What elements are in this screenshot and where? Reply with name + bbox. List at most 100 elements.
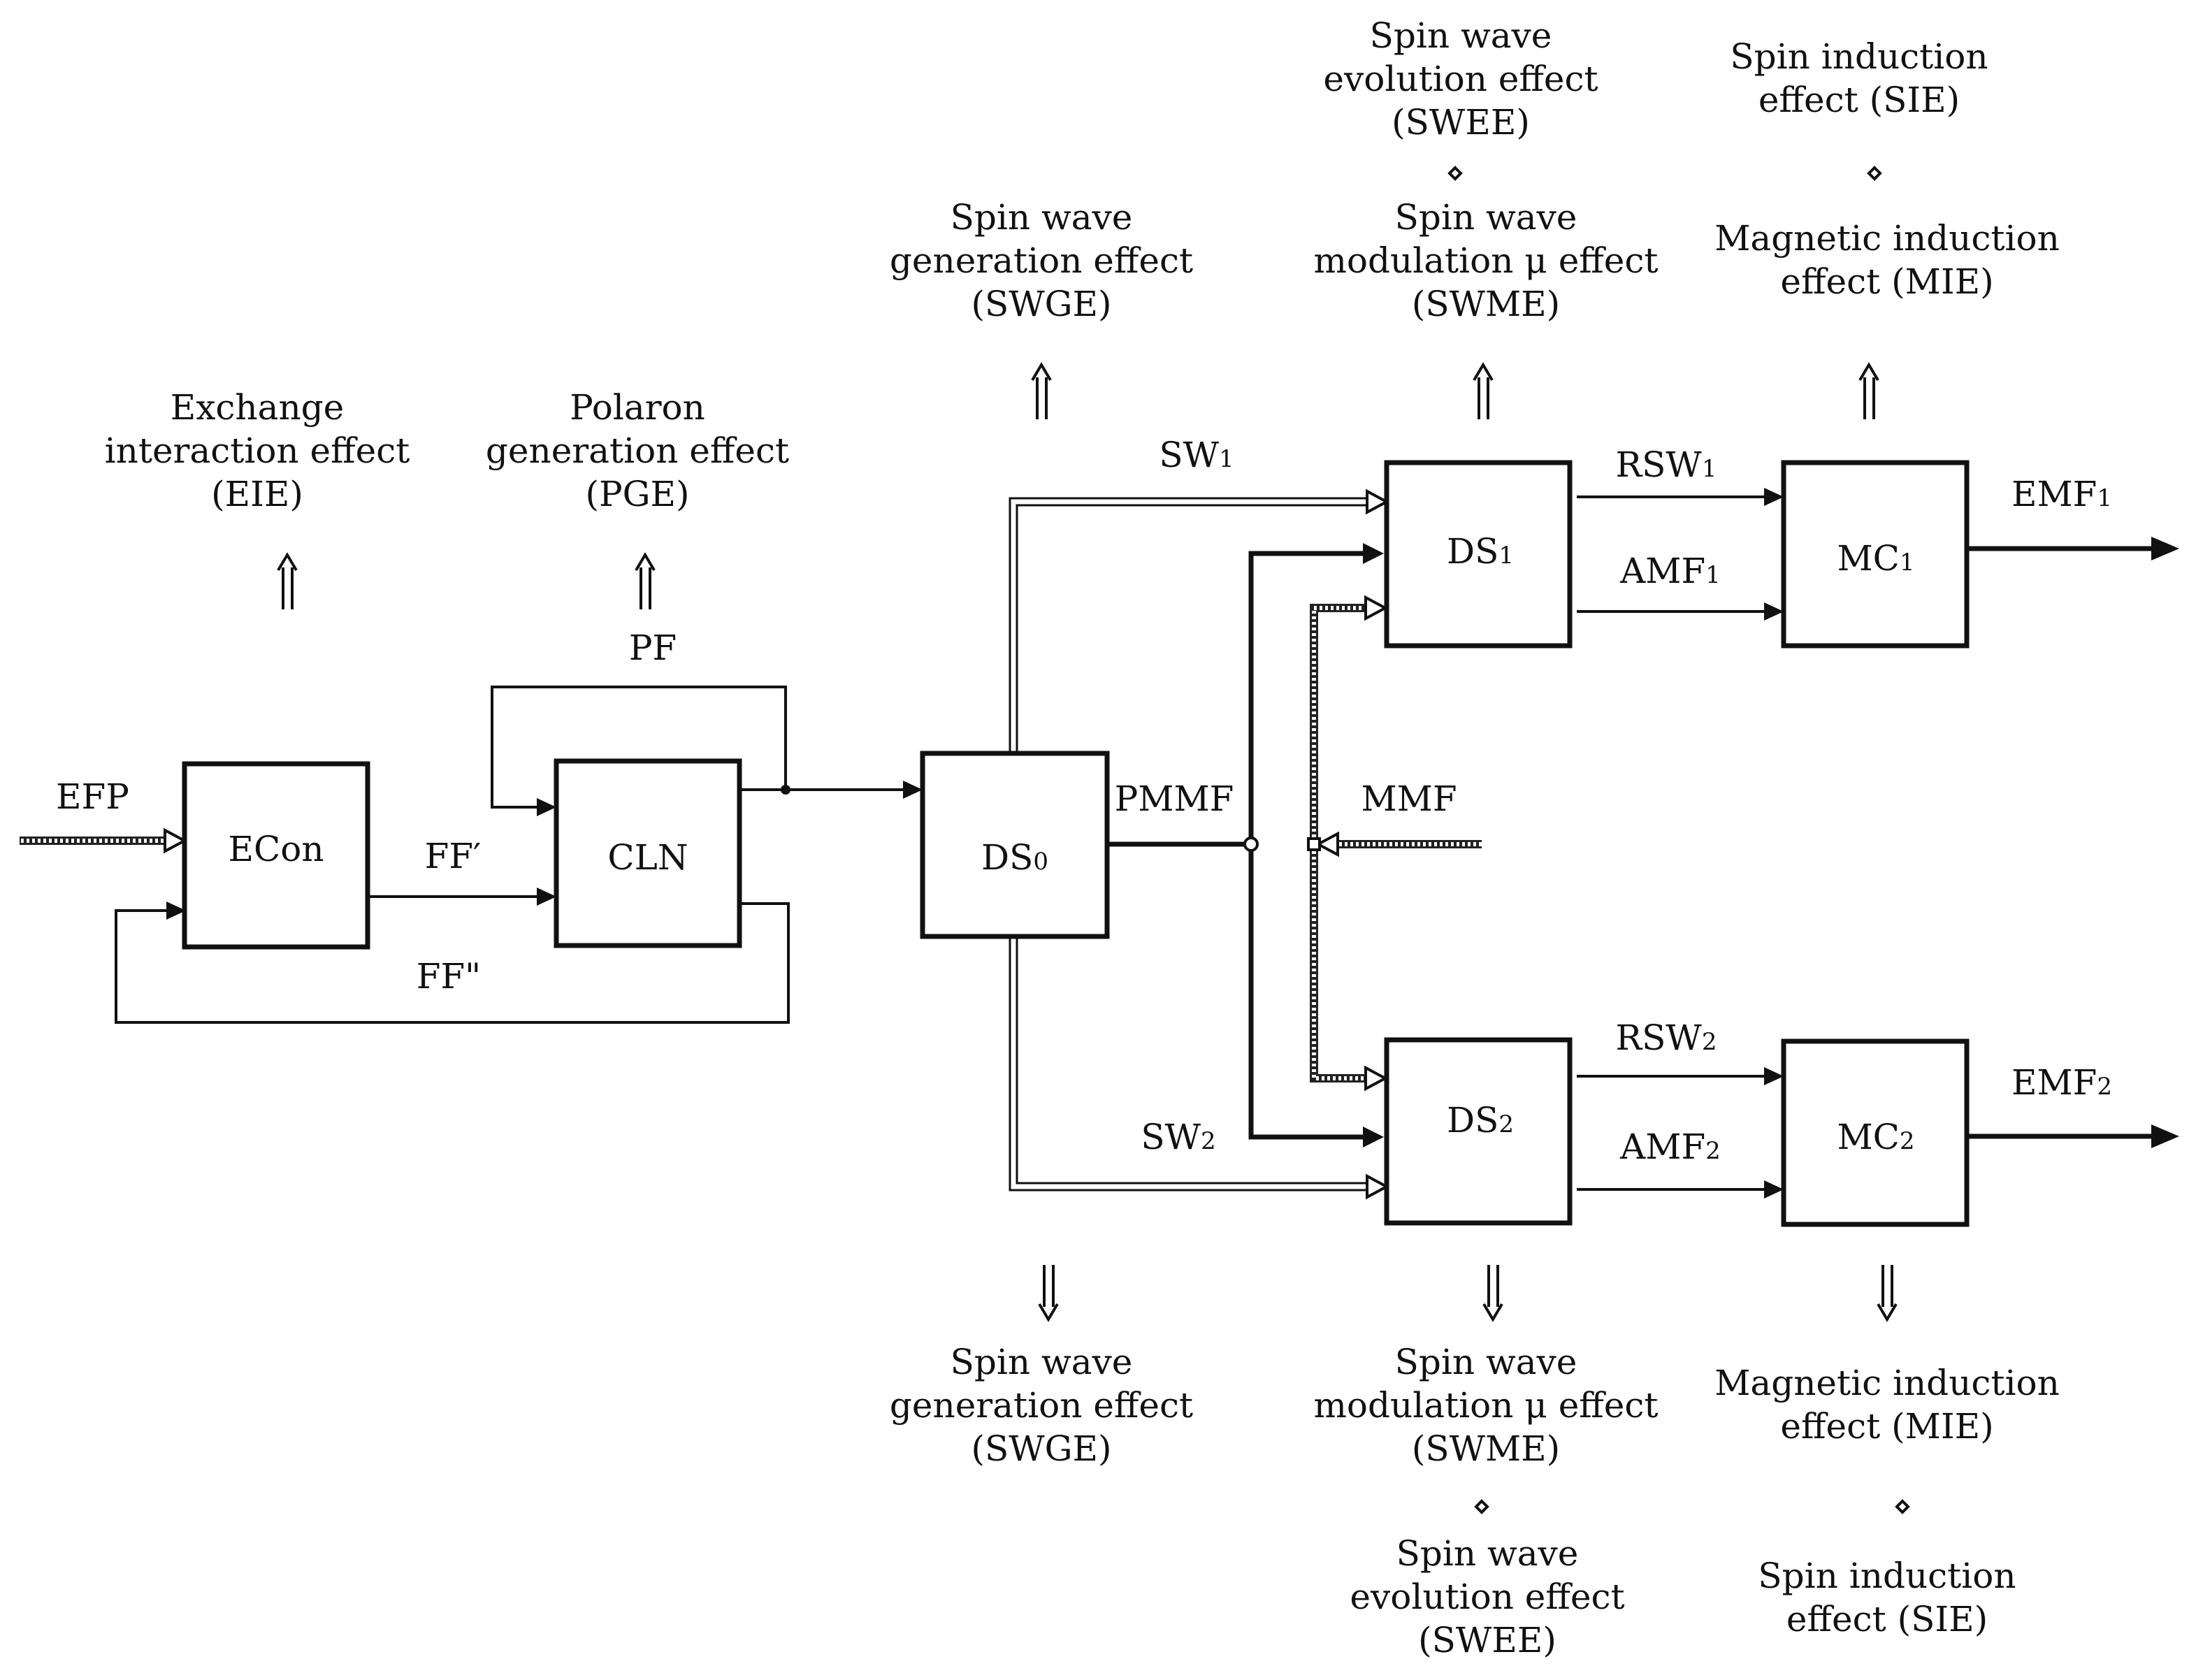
double-arrow-up-swge	[1031, 362, 1052, 419]
block-ds1: DS1	[1384, 460, 1573, 649]
svg-text:Magnetic induction: Magnetic induction	[1714, 218, 2060, 259]
sw1-connector	[1009, 488, 1390, 753]
cln-label: CLN	[607, 837, 688, 878]
amf1-connector	[1577, 602, 1784, 621]
diamond-separator-swme-swee-bottom	[1474, 1499, 1489, 1514]
diamond-separator-swee-swme-top	[1447, 166, 1463, 181]
sw2-label: SW2	[1141, 1117, 1215, 1157]
mc2-label: MC2	[1837, 1117, 1914, 1157]
ds0-label: DS0	[981, 837, 1048, 878]
econ-label: ECon	[228, 829, 324, 869]
effect-sie-top: Spin induction effect (SIE)	[1730, 36, 1988, 120]
effect-swge-top: Spin wave generation effect (SWGE)	[890, 197, 1193, 324]
block-econ: ECon	[182, 761, 370, 950]
mmf-label: MMF	[1361, 779, 1457, 819]
svg-text:(EIE): (EIE)	[211, 474, 303, 514]
rsw2-connector	[1577, 1067, 1784, 1085]
rsw1-label: RSW1	[1616, 444, 1717, 485]
rsw1-connector	[1577, 488, 1784, 506]
effect-mie-top: Magnetic induction effect (MIE)	[1714, 218, 2060, 302]
efp-input-arrow	[20, 827, 188, 854]
pmmf-label: PMMF	[1115, 779, 1234, 819]
block-cln: CLN	[554, 758, 742, 948]
double-arrow-down-mie	[1877, 1265, 1898, 1322]
svg-text:(SWEE): (SWEE)	[1392, 102, 1530, 143]
amf2-connector	[1577, 1180, 1784, 1199]
mc1-label: MC1	[1837, 538, 1914, 579]
svg-text:Spin wave: Spin wave	[951, 197, 1133, 238]
double-arrow-up-eie	[277, 552, 298, 609]
amf1-label: AMF1	[1619, 551, 1721, 591]
effect-swee-bottom: Spin wave evolution effect (SWEE)	[1350, 1533, 1624, 1660]
svg-text:(PGE): (PGE)	[585, 474, 689, 514]
amf2-label: AMF2	[1619, 1127, 1721, 1167]
pf-label: PF	[629, 628, 677, 668]
svg-text:Spin induction: Spin induction	[1758, 1556, 2016, 1596]
effect-mie-bottom: Magnetic induction effect (MIE)	[1714, 1363, 2060, 1447]
emf2-label: EMF2	[2011, 1062, 2112, 1103]
effect-pge: Polaron generation effect (PGE)	[486, 387, 789, 514]
svg-text:(SWME): (SWME)	[1412, 284, 1560, 324]
effect-sie-bottom: Spin induction effect (SIE)	[1758, 1556, 2016, 1639]
efp-label: EFP	[56, 776, 129, 817]
ds1-label: DS1	[1447, 531, 1514, 572]
double-arrow-down-swge	[1038, 1265, 1059, 1322]
rsw2-label: RSW2	[1616, 1018, 1717, 1058]
sw2-connector	[1009, 936, 1390, 1200]
svg-text:generation effect: generation effect	[890, 240, 1193, 281]
effect-swge-bottom: Spin wave generation effect (SWGE)	[890, 1342, 1193, 1469]
double-arrow-up-pge	[635, 552, 656, 609]
svg-text:modulation μ effect: modulation μ effect	[1314, 240, 1659, 281]
ff-double-prime-label: FF"	[417, 956, 481, 997]
block-mc1: MC1	[1781, 460, 1970, 649]
svg-text:Magnetic induction: Magnetic induction	[1714, 1363, 2060, 1403]
svg-text:Exchange: Exchange	[171, 387, 345, 428]
mmf-connector	[1307, 595, 1482, 1092]
sw1-label: SW1	[1159, 435, 1234, 475]
effect-eie: Exchange interaction effect (EIE)	[105, 387, 410, 514]
double-arrow-up-swme	[1473, 362, 1494, 419]
svg-text:effect (SIE): effect (SIE)	[1786, 1599, 1988, 1639]
svg-text:evolution effect: evolution effect	[1350, 1577, 1624, 1617]
block-ds0: DS0	[920, 751, 1110, 939]
diamond-separator-mie-sie-bottom	[1895, 1499, 1910, 1514]
ff-prime-connector	[368, 888, 556, 906]
svg-text:generation effect: generation effect	[486, 430, 789, 471]
effect-swee-top: Spin wave evolution effect (SWEE)	[1323, 15, 1598, 143]
cln-to-ds0-connector	[739, 781, 923, 799]
svg-text:(SWEE): (SWEE)	[1418, 1620, 1556, 1660]
svg-text:Polaron: Polaron	[570, 387, 705, 428]
svg-text:modulation μ effect: modulation μ effect	[1314, 1385, 1659, 1426]
ds2-label: DS2	[1447, 1100, 1514, 1140]
svg-text:(SWGE): (SWGE)	[971, 1428, 1111, 1469]
pf-feedback-loop	[491, 686, 787, 816]
svg-text:effect (MIE): effect (MIE)	[1780, 261, 1993, 302]
diamond-separator-sie-mie-top	[1867, 166, 1882, 181]
svg-text:effect (MIE): effect (MIE)	[1780, 1406, 1993, 1447]
pmmf-connector	[1107, 543, 1384, 1147]
emf1-output-arrow	[1968, 537, 2179, 560]
ff-prime-label: FF′	[425, 836, 482, 876]
effect-swme-top: Spin wave modulation μ effect (SWME)	[1314, 197, 1659, 324]
svg-text:generation effect: generation effect	[890, 1385, 1193, 1426]
svg-text:Spin wave: Spin wave	[1396, 1533, 1579, 1574]
svg-text:effect (SIE): effect (SIE)	[1758, 80, 1960, 120]
svg-text:(SWME): (SWME)	[1412, 1428, 1560, 1469]
double-arrow-down-swme	[1482, 1265, 1503, 1322]
svg-text:Spin wave: Spin wave	[1395, 197, 1577, 238]
emf2-output-arrow	[1968, 1124, 2179, 1148]
svg-text:Spin wave: Spin wave	[1370, 15, 1552, 56]
svg-text:Spin induction: Spin induction	[1730, 36, 1988, 77]
block-ds2: DS2	[1384, 1037, 1573, 1226]
svg-text:interaction effect: interaction effect	[105, 430, 410, 471]
svg-text:(SWGE): (SWGE)	[971, 284, 1111, 324]
svg-text:Spin wave: Spin wave	[1395, 1342, 1577, 1382]
double-arrow-up-mie	[1858, 362, 1879, 419]
emf1-label: EMF1	[2011, 474, 2112, 514]
block-mc2: MC2	[1781, 1038, 1970, 1227]
ff-double-prime-feedback	[115, 901, 790, 1024]
svg-text:Spin wave: Spin wave	[951, 1342, 1133, 1382]
effect-swme-bottom: Spin wave modulation μ effect (SWME)	[1314, 1342, 1659, 1469]
svg-text:evolution effect: evolution effect	[1323, 59, 1598, 99]
